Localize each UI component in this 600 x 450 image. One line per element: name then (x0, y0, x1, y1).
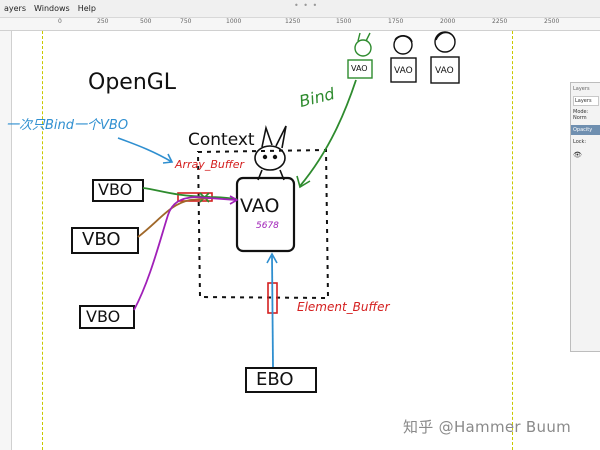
annotation-arrowhead (162, 153, 174, 164)
vbo-box-2 (71, 227, 139, 254)
girl-vao-icon (390, 35, 417, 83)
vao-icon-label-3: VAO (435, 66, 454, 76)
top-ruler: 0 250 500 750 1000 1250 1500 1750 2000 2… (0, 18, 600, 31)
brown-vbo-link (137, 197, 213, 238)
lock-label: Lock: (573, 139, 587, 145)
blend-mode-label[interactable]: Mode: Norm (573, 109, 589, 121)
vao-box (235, 176, 296, 253)
visibility-eye-icon[interactable]: 👁 (573, 151, 582, 159)
vbo-label-2: VBO (82, 229, 121, 250)
purple-arrowhead (229, 195, 239, 205)
context-dashed-box (196, 148, 330, 300)
menu-help[interactable]: Help (77, 4, 96, 13)
menu-windows[interactable]: Windows (34, 4, 70, 13)
ebo-box (245, 367, 317, 393)
ruler-label: 2000 (440, 18, 456, 25)
layers-panel: Layers Layers Mode: Norm Opacity Lock: 👁 (570, 82, 600, 352)
layers-tab[interactable]: Layers (573, 96, 599, 106)
bind-arrow (299, 79, 357, 187)
context-label: Context (188, 130, 255, 150)
opengl-title: OpenGL (88, 70, 177, 95)
ruler-label: 2500 (544, 18, 560, 25)
drawing-canvas[interactable] (12, 31, 600, 450)
bind-one-vbo-annotation: 一次只Bind一个VBO (6, 118, 129, 133)
canvas-guide-right (512, 31, 513, 450)
blue-arrowhead (266, 252, 278, 264)
element-buffer-label: Element_Buffer (297, 300, 390, 314)
vbo-box-3 (79, 305, 135, 329)
ruler-label: 250 (97, 18, 109, 25)
zhihu-watermark: 知乎 @Hammer Buum (403, 418, 572, 436)
ruler-label: 2250 (492, 18, 508, 25)
ruler-label: 0 (58, 18, 62, 25)
vbo-label-3: VBO (86, 307, 121, 326)
purple-vbo-link (133, 196, 237, 311)
vbo-box-1 (92, 179, 144, 202)
layers-panel-title: Layers (573, 86, 590, 92)
vao-icon-label-2: VAO (394, 66, 413, 76)
ruler-label: 750 (180, 18, 192, 25)
menu-layers[interactable]: ayers (4, 4, 27, 13)
annotation-arrow (117, 137, 173, 163)
bunny-vao-icon (347, 32, 373, 79)
rabbit-icon (254, 125, 287, 181)
vao-label: VAO (240, 195, 280, 217)
canvas-guide-left (42, 31, 43, 450)
ebo-label: EBO (256, 369, 294, 390)
vao-attribute-numbers: 5678 (256, 221, 279, 231)
vao-icon-label-1: VAO (351, 64, 368, 73)
array-buffer-label: Array_Buffer (175, 158, 245, 171)
ruler-label: 1250 (285, 18, 301, 25)
toolbar-grip[interactable]: • • • (294, 1, 319, 10)
left-ruler (0, 31, 12, 450)
bind-arrowhead (296, 175, 311, 189)
vbo-label-1: VBO (98, 180, 133, 199)
ruler-label: 500 (140, 18, 152, 25)
ruler-label: 1500 (336, 18, 352, 25)
opacity-slider[interactable]: Opacity (571, 125, 600, 135)
ruler-label: 1750 (388, 18, 404, 25)
menu-bar: ayers Windows Help • • • (0, 0, 600, 18)
boy-vao-icon (430, 31, 460, 84)
ruler-label: 1000 (226, 18, 242, 25)
blue-ebo-link (271, 255, 274, 368)
green-vbo-link (142, 187, 238, 200)
